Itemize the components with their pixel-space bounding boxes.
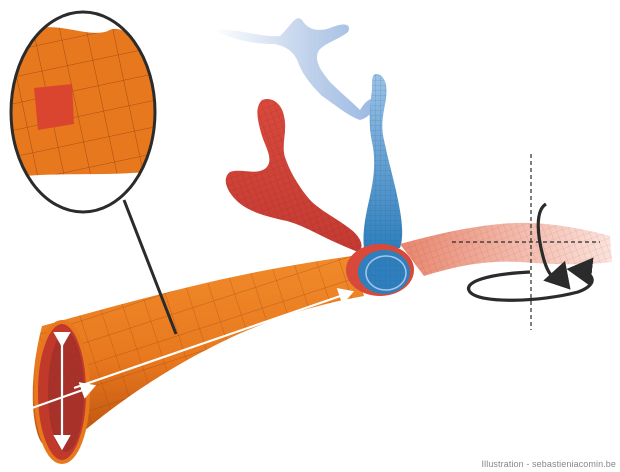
cross-section — [346, 244, 414, 296]
red-branch — [226, 99, 362, 252]
pink-vessel — [400, 223, 612, 276]
orange-vessel — [33, 256, 364, 462]
zoom-lens-icon — [0, 0, 176, 334]
illustration-credit: Illustration - sebastieniacomin.be — [482, 459, 616, 469]
light-blue-branch — [212, 18, 378, 120]
